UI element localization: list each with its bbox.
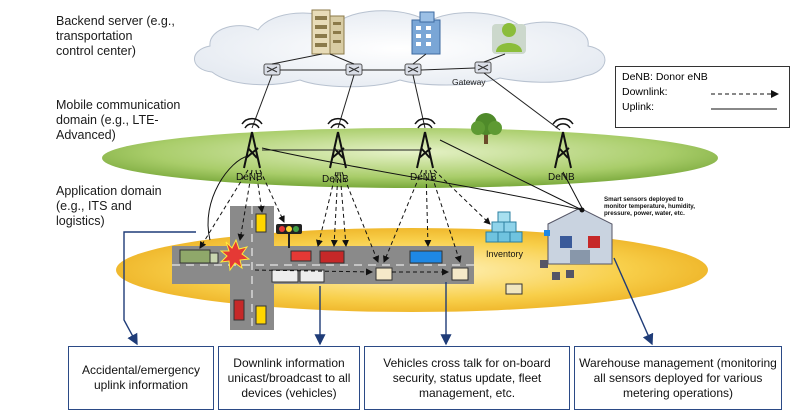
legend-uplink-line: [711, 108, 777, 110]
legend-downlink-line: [711, 90, 779, 98]
smart-sensors-label: Smart sensors deployed to monitor temper…: [604, 196, 695, 218]
vehicle-icon-truck-2: [271, 269, 325, 283]
box-vehicle-cross-talk: Vehicles cross talk for on-board securit…: [364, 346, 570, 410]
legend-downlink: Downlink:: [622, 85, 783, 100]
forklift-icon: [505, 283, 523, 295]
gateway-router-icon: [474, 61, 492, 74]
router-icon-1: [263, 63, 281, 76]
router-icon-2: [345, 63, 363, 76]
warehouse-icon: [547, 207, 613, 265]
vehicle-icon-white: [451, 267, 469, 281]
application-domain-label: Application domain (e.g., ITS and logist…: [56, 184, 162, 228]
vehicle-icon-red-1: [290, 250, 312, 262]
sensor-hub-dot: [579, 207, 585, 213]
tree-icon: [471, 113, 502, 144]
vehicle-icon-red-2: [319, 250, 345, 264]
callout-arrows: [123, 231, 654, 346]
denb-tower-icon-1: [241, 117, 263, 169]
router-icon-3: [404, 63, 422, 76]
office-building-icon: [411, 11, 441, 55]
legend-uplink: Uplink:: [622, 100, 783, 115]
vehicle-icon-truck: [179, 249, 219, 264]
denb-tower-icon-3: [414, 117, 436, 169]
denb-label-4: DeNB: [548, 172, 575, 183]
vehicle-icon-blue: [409, 250, 443, 264]
denb-label-3: DeNB: [410, 172, 437, 183]
crash-icon: [219, 238, 251, 272]
legend: DeNB: Donor eNB Downlink: Uplink:: [615, 66, 790, 128]
legend-downlink-label: Downlink:: [622, 86, 668, 98]
box-warehouse-management: Warehouse management (monitoring all sen…: [574, 346, 782, 410]
server-rack-icon: [311, 9, 345, 55]
box-accidental-emergency: Accidental/emergency uplink information: [68, 346, 214, 410]
denb-label-1: DeNB: [236, 172, 263, 183]
vehicle-icon-white-2: [375, 267, 393, 281]
backend-cloud: [194, 10, 606, 88]
sensor-icons: [540, 230, 574, 280]
vehicle-icon-yellow-2: [255, 305, 267, 325]
inventory-label: Inventory: [486, 249, 524, 259]
downlink-arrows: [199, 169, 491, 276]
traffic-light-icon: [276, 224, 302, 248]
gateway-label: Gateway: [452, 77, 486, 87]
denb-tower-icon-4: [552, 117, 574, 169]
vehicle-icon-yellow-1: [255, 213, 267, 233]
uplink-lines: [207, 139, 583, 241]
backbone-links: [271, 53, 506, 71]
mobile-domain-label: Mobile communication domain (e.g., LTE- …: [56, 98, 181, 142]
vehicle-icon-red-3: [233, 299, 245, 321]
denb-label-2: DeNB: [322, 174, 349, 185]
legend-uplink-label: Uplink:: [622, 101, 655, 113]
inventory-boxes-icon: [485, 211, 523, 243]
operator-user-icon: [492, 23, 526, 54]
box-downlink-broadcast: Downlink information unicast/broadcast t…: [218, 346, 360, 410]
backend-domain-label: Backend server (e.g., transportation con…: [56, 14, 175, 58]
legend-denb: DeNB: Donor eNB: [622, 71, 708, 83]
